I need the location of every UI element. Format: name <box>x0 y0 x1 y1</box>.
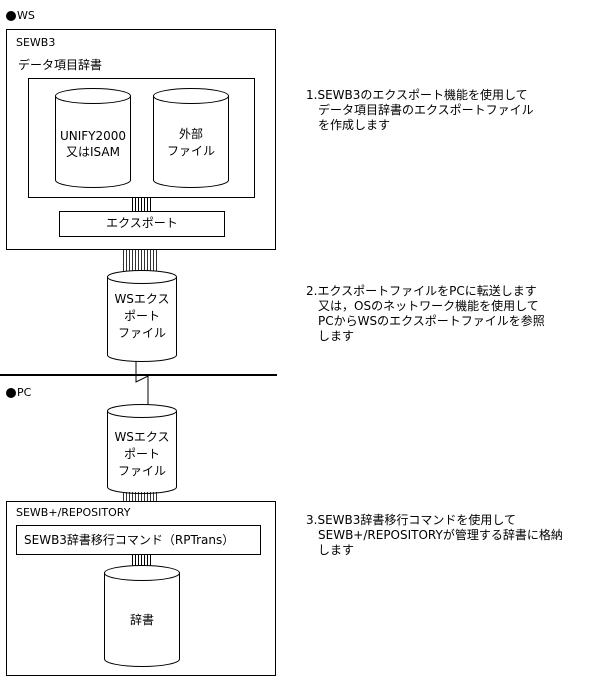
external-file-label-1: 外部 <box>178 127 203 141</box>
repository-dictionary-label: 辞書 <box>129 613 154 627</box>
ws-label: WS <box>17 9 35 22</box>
step-1-line-3: を作成します <box>318 118 391 132</box>
step-2-line-2: 又は，OSのネットワーク機能を使用して <box>318 299 539 313</box>
step-3-line-1: 3.SEWB3辞書移行コマンドを使用して <box>306 513 517 527</box>
dotted-connector-export <box>132 198 152 211</box>
step-3-line-3: します <box>318 543 355 557</box>
ws-system-title: SEWB3 <box>16 36 56 49</box>
ws-export-file-cylinder <box>107 270 177 362</box>
unify-db-label-2: 又はISAM <box>66 145 120 159</box>
repository-system-title: SEWB+/REPOSITORY <box>16 506 131 519</box>
export-label: エクスポート <box>106 216 178 230</box>
unify-database-cylinder <box>55 88 131 188</box>
step-3-line-2: SEWB+/REPOSITORYが管理する辞書に格納 <box>318 528 563 542</box>
ws-marker <box>6 11 16 21</box>
pc-export-file-label-3: ファイル <box>117 464 166 478</box>
step-1-line-2: データ項目辞書のエクスポートファイル <box>318 103 534 117</box>
pc-export-file-label-1: WSエクス <box>114 430 170 444</box>
external-file-label-2: ファイル <box>166 144 215 158</box>
rptrans-command-box <box>16 525 261 555</box>
step-2-line-1: 2.エクスポートファイルをPCに転送します <box>306 284 537 298</box>
network-divider-line <box>0 374 277 376</box>
pc-export-file-label-2: ポート <box>123 447 160 461</box>
rptrans-command-label: SEWB3辞書移行コマンド（RPTrans） <box>24 533 235 547</box>
ws-export-file-label-3: ファイル <box>117 326 166 340</box>
network-link-icon <box>135 362 149 406</box>
unify-db-label-1: UNIFY2000 <box>59 129 127 143</box>
step-2-line-4: します <box>318 329 355 343</box>
step-1-line-1: 1.SEWB3のエクスポート機能を使用して <box>306 88 528 102</box>
export-box <box>59 211 225 237</box>
dictionary-label: データ項目辞書 <box>18 58 103 72</box>
external-file-cylinder <box>153 88 229 188</box>
ws-export-file-label-2: ポート <box>123 309 160 323</box>
repository-dictionary-cylinder <box>104 565 180 667</box>
dotted-connector-transfer <box>123 250 159 272</box>
pc-label: PC <box>17 386 32 399</box>
pc-marker <box>6 388 16 398</box>
step-2-line-3: PCからWSのエクスポートファイルを参照 <box>318 314 545 328</box>
ws-export-file-label-1: WSエクス <box>114 292 170 306</box>
